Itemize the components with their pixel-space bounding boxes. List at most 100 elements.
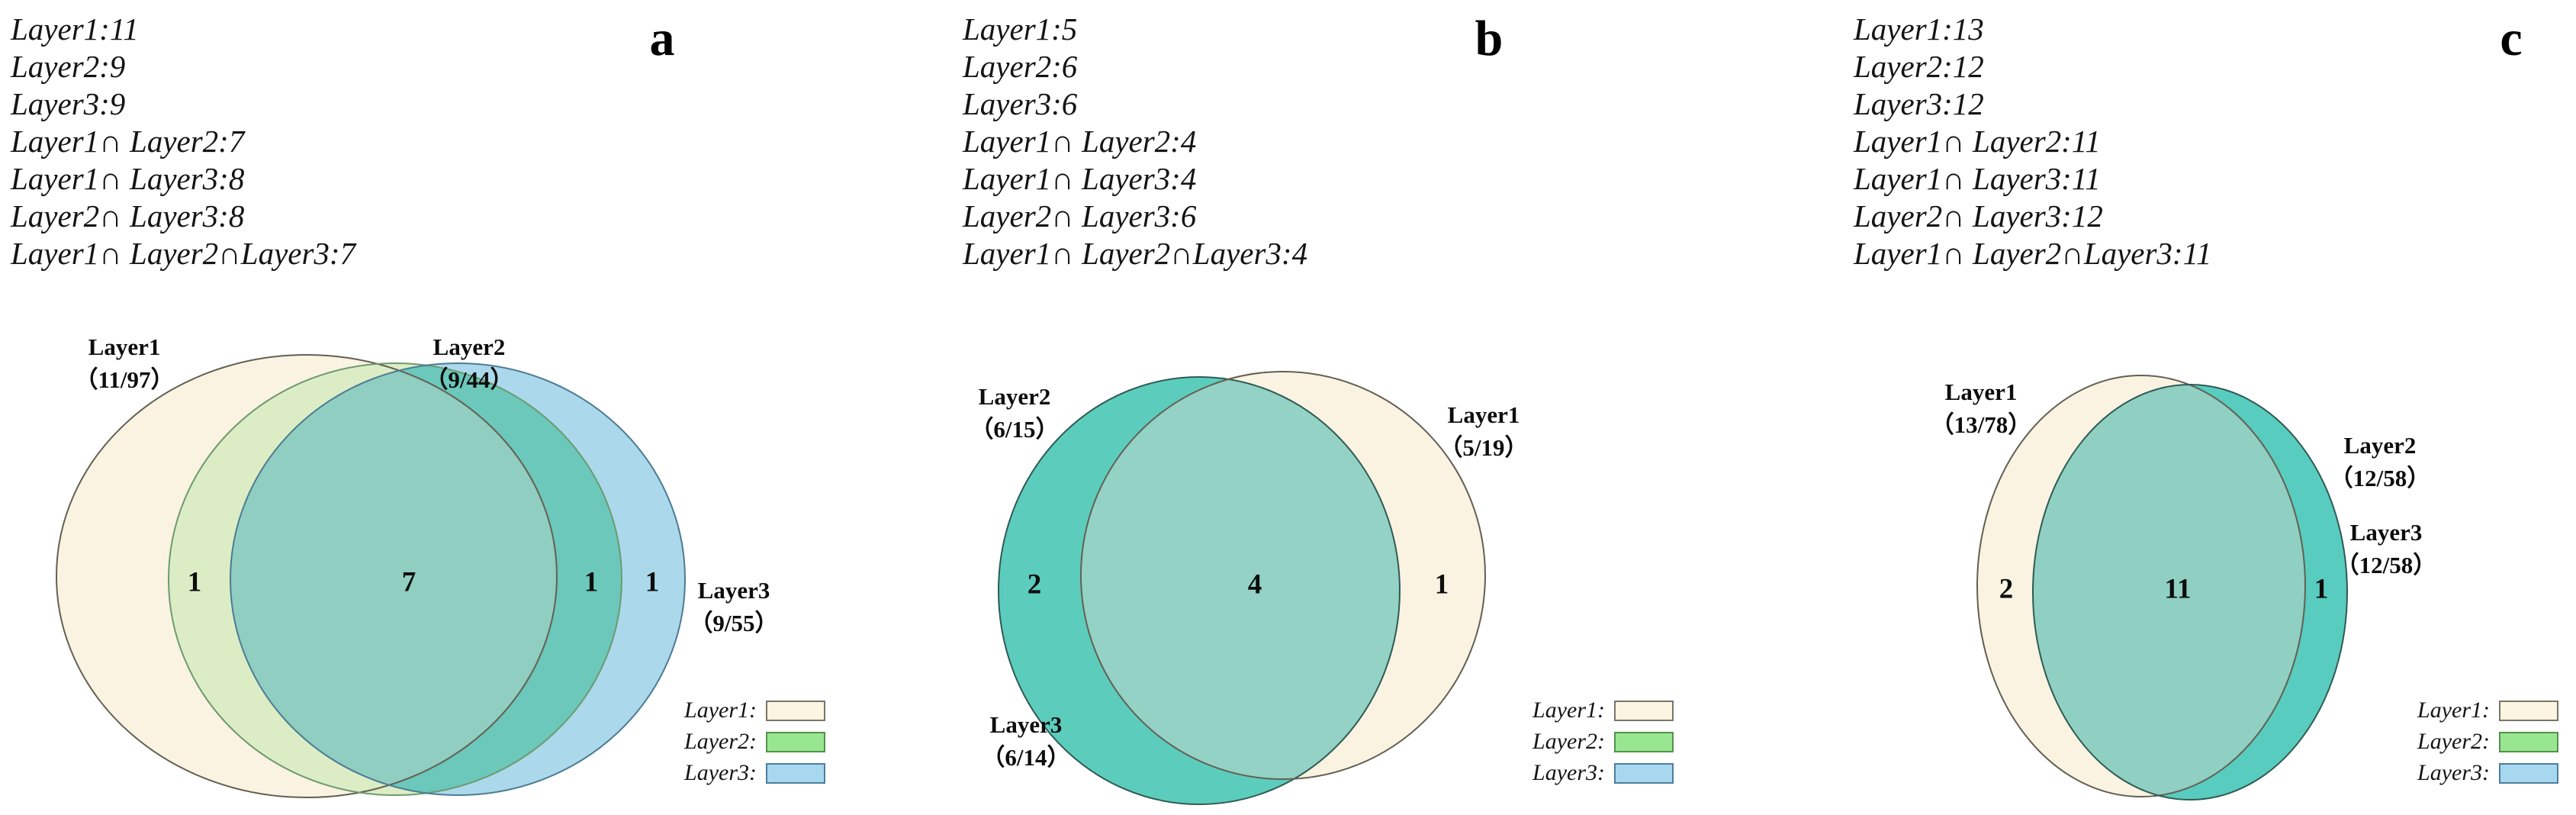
set-label-layer2: Layer2 （6/15）	[970, 380, 1059, 446]
legend-swatch-layer3	[2499, 762, 2558, 784]
stats-line: Layer1∩ Layer2:11	[1854, 124, 2101, 159]
stats-line: Layer2:6	[963, 49, 1078, 84]
stats-line: Layer1∩ Layer3:11	[1854, 161, 2101, 196]
set-label-name: Layer3	[697, 577, 770, 604]
region-count: 1	[645, 566, 660, 598]
venn-b-layer1-outline	[1080, 371, 1486, 780]
stats-block-b: Layer1:5 Layer2:6 Layer3:6 Layer1∩ Layer…	[963, 11, 1307, 272]
region-count: 2	[1027, 569, 1042, 601]
legend-label: Layer2:	[1532, 729, 1605, 754]
venn-a-layer1-outline	[56, 354, 558, 798]
legend-swatch-layer2	[2499, 731, 2558, 752]
set-label-sub: （13/78）	[1930, 411, 2032, 438]
venn-a-center-region	[230, 363, 557, 795]
stats-line: Layer2:12	[1854, 49, 1984, 84]
legend-swatch-layer1	[2499, 700, 2558, 721]
legend-label: Layer1:	[684, 697, 757, 723]
stats-line: Layer2∩ Layer3:12	[1854, 198, 2103, 234]
legend-label: Layer1:	[1532, 697, 1605, 723]
set-label-sub: （5/19）	[1439, 434, 1529, 461]
legend-swatch-layer1	[1614, 700, 1674, 721]
set-label-layer1: Layer1 （13/78）	[1931, 375, 2032, 441]
stats-line: Layer1:13	[1854, 11, 1984, 47]
stats-line: Layer1∩ Layer2∩Layer3:7	[11, 236, 356, 271]
set-label-name: Layer2	[2343, 432, 2417, 459]
venn-diagram-c	[1976, 375, 2348, 801]
set-label-name: Layer3	[989, 711, 1063, 738]
set-label-layer3: Layer3 （6/14）	[981, 708, 1070, 774]
panel-letter-a: a	[649, 11, 675, 66]
region-count: 4	[1247, 569, 1262, 601]
panel-letter-b: b	[1475, 11, 1503, 66]
region-count: 2	[1999, 573, 2014, 605]
legend-label: Layer3:	[1532, 760, 1605, 785]
legend-row-layer1: Layer1:	[1497, 697, 1674, 723]
stats-block-a: Layer1:11 Layer2:9 Layer3:9 Layer1∩ Laye…	[11, 11, 355, 272]
legend-row-layer1: Layer1:	[648, 697, 825, 723]
stats-line: Layer2∩ Layer3:8	[11, 198, 245, 234]
stats-block-c: Layer1:13 Layer2:12 Layer3:12 Layer1∩ La…	[1854, 11, 2212, 272]
stats-line: Layer1∩ Layer3:4	[963, 161, 1197, 196]
venn-a-layer3-outline	[230, 362, 686, 796]
set-label-layer1: Layer1 （11/97）	[75, 330, 175, 396]
region-count: 1	[1434, 569, 1449, 601]
set-label-sub: （12/58）	[2329, 465, 2431, 491]
legend-swatch-layer2	[1614, 731, 1674, 752]
region-count: 11	[2164, 573, 2192, 605]
set-label-sub: （11/97）	[74, 366, 175, 393]
set-label-layer1: Layer1 （5/19）	[1439, 398, 1528, 464]
stats-line: Layer3:12	[1854, 86, 1984, 121]
region-count: 1	[584, 566, 599, 598]
set-label-layer3: Layer3 （12/58）	[2336, 516, 2437, 581]
legend-row-layer2: Layer2:	[648, 729, 825, 754]
stats-line: Layer1:5	[963, 11, 1078, 47]
set-label-name: Layer3	[2349, 519, 2423, 546]
stats-line: Layer1∩ Layer2∩Layer3:4	[963, 236, 1308, 271]
stats-line: Layer1:11	[11, 11, 139, 47]
legend-swatch-layer1	[766, 700, 825, 721]
legend-row-layer3: Layer3:	[648, 760, 825, 785]
set-label-layer3: Layer3 （9/55）	[689, 574, 778, 639]
legend-label: Layer3:	[2417, 760, 2490, 785]
legend-label: Layer3:	[684, 760, 757, 785]
set-label-sub: （9/44）	[424, 366, 514, 393]
set-label-sub: （6/14）	[981, 744, 1071, 771]
stats-line: Layer1∩ Layer2:7	[11, 124, 245, 159]
venn-c-layer23-outline	[2032, 384, 2348, 801]
venn-diagram-b	[998, 371, 1486, 805]
legend-row-layer3: Layer3:	[1497, 760, 1674, 785]
panel-letter-c: c	[2500, 11, 2523, 66]
set-label-sub: （12/58）	[2335, 552, 2437, 578]
stats-line: Layer2:9	[11, 49, 126, 84]
set-label-name: Layer1	[1944, 379, 2018, 405]
set-label-sub: （9/55）	[689, 610, 779, 636]
stats-line: Layer2∩ Layer3:6	[963, 198, 1197, 234]
legend-row-layer3: Layer3:	[2381, 760, 2558, 785]
venn-b-layer23-outline	[998, 376, 1401, 805]
set-label-name: Layer2	[433, 333, 506, 360]
legend-swatch-layer3	[1614, 762, 1674, 784]
legend-swatch-layer3	[766, 762, 825, 784]
set-label-sub: （6/15）	[970, 416, 1060, 443]
legend-row-layer1: Layer1:	[2381, 697, 2558, 723]
stats-line: Layer1∩ Layer2:4	[963, 124, 1197, 159]
set-label-layer2: Layer2 （12/58）	[2330, 429, 2431, 494]
legend-label: Layer1:	[2417, 697, 2490, 723]
set-label-name: Layer1	[1447, 401, 1520, 428]
legend-label: Layer2:	[2417, 729, 2490, 754]
venn-diagram-a	[56, 354, 686, 798]
venn-a-layer2-outline	[168, 362, 622, 796]
region-count: 1	[2314, 573, 2329, 605]
venn-c-overlap-region	[2033, 385, 2305, 797]
set-label-layer2: Layer2 （9/44）	[424, 330, 513, 396]
legend-label: Layer2:	[684, 729, 757, 754]
stats-line: Layer1∩ Layer2∩Layer3:11	[1854, 236, 2212, 271]
set-label-name: Layer2	[978, 383, 1051, 410]
stats-line: Layer1∩ Layer3:8	[11, 161, 245, 196]
legend-swatch-layer2	[766, 731, 825, 752]
region-count: 1	[187, 566, 202, 598]
legend-row-layer2: Layer2:	[1497, 729, 1674, 754]
venn-c-layer1-outline	[1976, 375, 2306, 797]
legend-row-layer2: Layer2:	[2381, 729, 2558, 754]
